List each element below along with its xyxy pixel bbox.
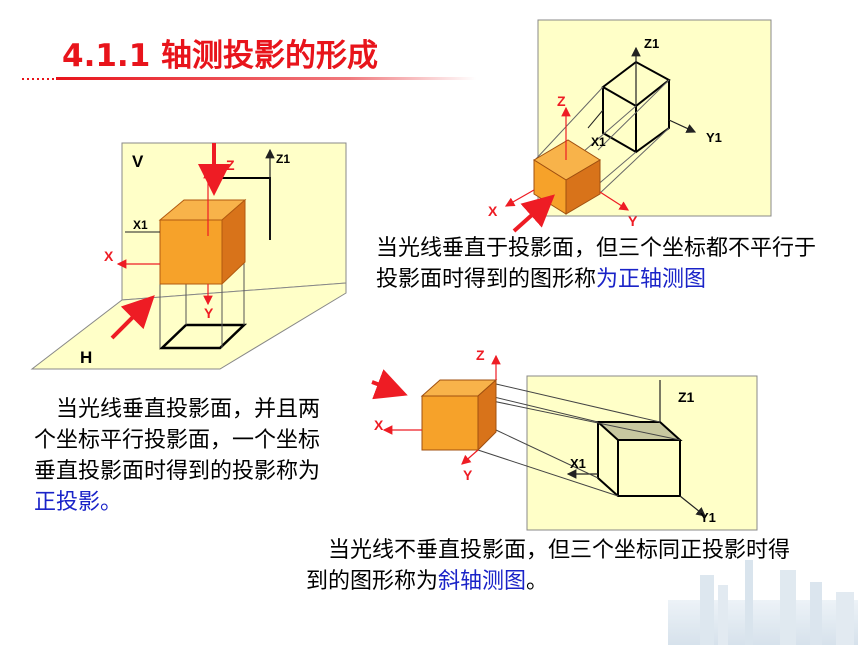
skyline-watermark <box>668 560 858 645</box>
label-x: X <box>488 203 498 219</box>
label-x1: X1 <box>591 135 606 149</box>
title-underline <box>56 77 476 80</box>
cube-front-face <box>159 219 223 285</box>
label-y: Y <box>204 305 214 321</box>
label-x: X <box>374 417 384 433</box>
light-ray-arrow <box>371 369 408 400</box>
y1-axis <box>679 495 706 517</box>
fig-oblique-axonometric: Z X Y Z1 X1 Y1 <box>371 347 758 531</box>
label-y: Y <box>463 467 473 483</box>
label-x: X <box>104 248 114 264</box>
label-z: Z <box>557 93 566 109</box>
caption-normal-axonometric: 当光线垂直于投影面，但三个坐标都不平行于投影面时得到的图形称为正轴测图 <box>376 236 817 292</box>
caption-orthographic: 当光线垂直投影面，并且两个坐标平行投影面，一个坐标垂直投影面时得到的投影称为正投… <box>34 397 321 515</box>
label-h: H <box>80 348 92 367</box>
label-x1: X1 <box>570 456 586 471</box>
label-z: Z <box>476 347 485 363</box>
term-orthographic: 正投影。 <box>34 490 123 515</box>
cube-side-face <box>565 159 601 215</box>
x-axis <box>504 189 535 207</box>
y1-axis <box>668 119 697 133</box>
label-z1: Z1 <box>678 389 695 405</box>
fig-normal-axonometric: Z1 Z X1 Y1 X Y <box>488 19 772 233</box>
label-y1: Y1 <box>700 510 716 525</box>
label-y1: Y1 <box>706 130 722 145</box>
label-v: V <box>132 152 144 171</box>
term-normal-axonometric: 为正轴测图 <box>596 267 707 292</box>
y-axis <box>461 449 479 465</box>
fig-orthographic: V H Z Z1 X1 X Y <box>30 142 347 370</box>
cube-side-face <box>221 198 246 286</box>
x1-axis <box>587 109 604 129</box>
light-ray-arrow <box>110 295 155 340</box>
cube-side-face <box>477 378 497 452</box>
caption-oblique-axonometric: 当光线不垂直投影面，但三个坐标同正投影时得到的图形称为斜轴测图。 <box>306 538 791 594</box>
cube-front-face <box>421 395 479 451</box>
page-title: 4.1.1 轴测投影的形成 <box>62 38 379 74</box>
projection-plane <box>526 375 758 531</box>
label-z1: Z1 <box>276 152 290 166</box>
term-oblique-axonometric: 斜轴测图 <box>438 569 527 594</box>
label-z1: Z1 <box>644 36 659 51</box>
light-ray-arrow <box>512 194 555 233</box>
label-x1: X1 <box>133 218 148 232</box>
title-dotted-lead <box>22 78 56 80</box>
label-z: Z <box>226 157 235 173</box>
label-y: Y <box>628 213 638 229</box>
y-axis <box>599 191 630 211</box>
